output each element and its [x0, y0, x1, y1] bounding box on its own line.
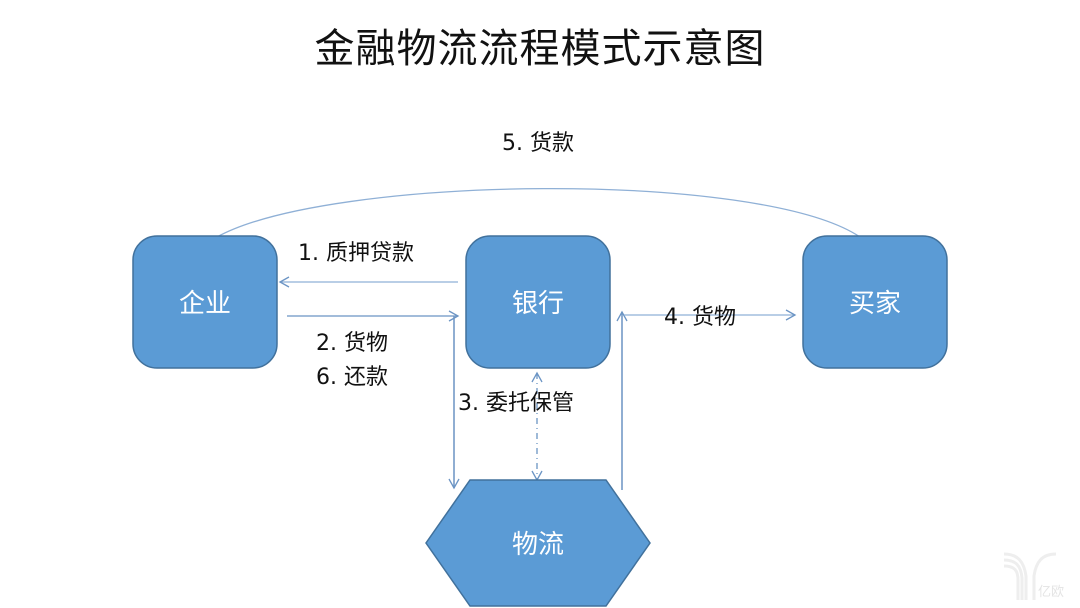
node-enterprise[interactable]: 企业: [132, 235, 278, 369]
watermark-text: 亿欧: [1037, 585, 1064, 600]
node-logistics[interactable]: 物流: [425, 479, 651, 607]
diagram-title: 金融物流流程模式示意图: [314, 26, 766, 72]
node-bank[interactable]: 银行: [465, 235, 611, 369]
goods-to-bank-label: 2. 货物: [316, 331, 388, 356]
goods-to-buyer-label: 4. 货物: [664, 305, 736, 330]
node-bank-label: 银行: [512, 289, 564, 319]
repayment-label: 6. 还款: [316, 365, 388, 390]
pledge-loan-label: 1. 质押贷款: [298, 241, 414, 266]
node-buyer[interactable]: 买家: [802, 235, 948, 369]
node-enterprise-label: 企业: [179, 289, 231, 319]
payment-label: 5. 货款: [502, 131, 574, 156]
payment-curve: [216, 187, 861, 238]
node-buyer-label: 买家: [849, 289, 901, 319]
node-logistics-label: 物流: [512, 530, 564, 560]
watermark-logo-icon: [1003, 552, 1057, 600]
entrusted-custody-label: 3. 委托保管: [458, 391, 574, 416]
